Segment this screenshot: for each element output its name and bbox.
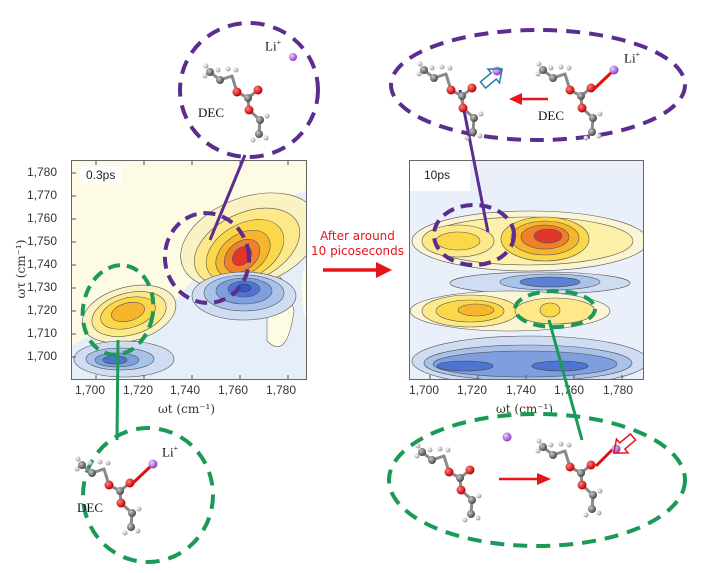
contour-plot-10ps: 10ps bbox=[409, 160, 644, 380]
y-tick: 1,730 bbox=[27, 280, 58, 294]
caption-line-2: 10 picoseconds bbox=[310, 244, 405, 258]
dec-label: DEC bbox=[538, 108, 564, 123]
x-axis-title-right: ωt (cm⁻¹) bbox=[496, 402, 554, 416]
y-tick: 1,760 bbox=[27, 211, 58, 225]
y-tick: 1,770 bbox=[27, 188, 58, 202]
y-tick: 1,720 bbox=[27, 303, 58, 317]
x-axis-title-left: ωt (cm⁻¹) bbox=[158, 402, 216, 416]
x-tick: 1,760 bbox=[554, 383, 585, 397]
y-tick: 1,780 bbox=[27, 165, 58, 179]
x-tick: 1,740 bbox=[506, 383, 537, 397]
bound-state-bubble bbox=[81, 426, 215, 564]
panel-time-label: 10ps bbox=[418, 166, 457, 184]
blue-hollow-arrow bbox=[479, 68, 504, 90]
x-tick: 1,700 bbox=[75, 383, 106, 397]
dec-label: DEC bbox=[198, 105, 224, 120]
dec-label: DEC bbox=[77, 500, 103, 515]
contour-map-10ps bbox=[410, 161, 643, 379]
x-tick: 1,780 bbox=[266, 383, 297, 397]
x-tick: 1,700 bbox=[409, 383, 440, 397]
association-bubble bbox=[387, 412, 687, 548]
red-hollow-arrow bbox=[612, 432, 637, 454]
caption-line-1: After around bbox=[320, 229, 395, 243]
y-tick: 1,740 bbox=[27, 257, 58, 271]
x-tick: 1,740 bbox=[170, 383, 201, 397]
y-axis-title-left: ωτ (cm⁻¹) bbox=[14, 239, 28, 299]
li-ion-label: Li+ bbox=[162, 444, 179, 460]
contour-map-0.3ps bbox=[72, 161, 306, 379]
y-tick: 1,710 bbox=[27, 326, 58, 340]
contour-plot-0.3ps: 0.3ps bbox=[71, 160, 307, 380]
x-tick: 1,760 bbox=[218, 383, 249, 397]
y-tick: 1,700 bbox=[27, 349, 58, 363]
li-ion-label: Li+ bbox=[624, 50, 641, 66]
x-tick: 1,720 bbox=[123, 383, 154, 397]
y-tick: 1,750 bbox=[27, 234, 58, 248]
x-tick: 1,720 bbox=[457, 383, 488, 397]
bound-state-bubble bbox=[178, 21, 320, 159]
panel-time-label: 0.3ps bbox=[80, 166, 122, 184]
transition-caption: After around 10 picoseconds bbox=[305, 229, 410, 259]
li-ion-label: Li+ bbox=[265, 38, 282, 54]
x-tick: 1,780 bbox=[603, 383, 634, 397]
